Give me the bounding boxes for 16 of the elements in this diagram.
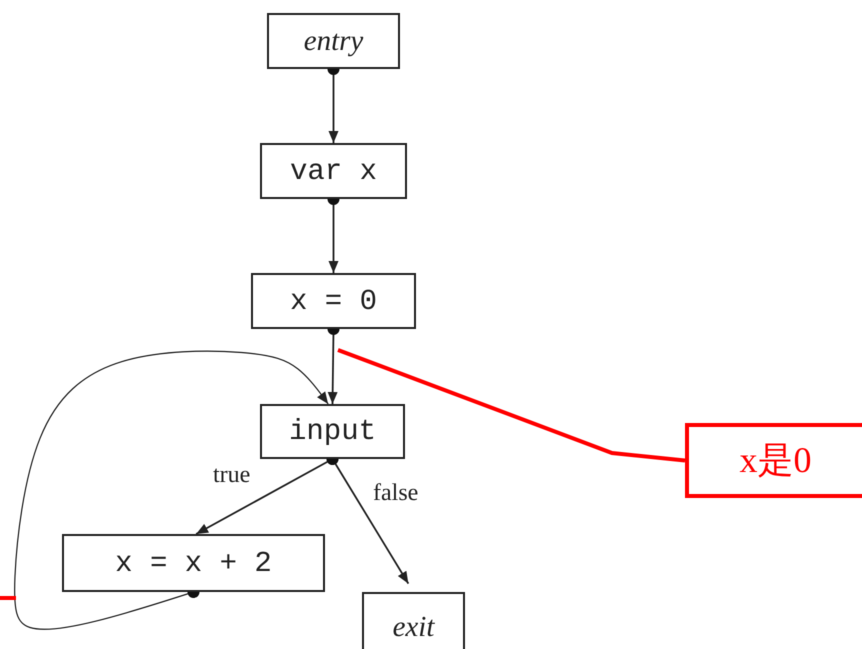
node-text: var x xyxy=(290,154,377,188)
node-text: x是0 xyxy=(740,439,812,482)
code-box xyxy=(260,143,407,199)
callout-box xyxy=(685,423,862,498)
code-box xyxy=(260,404,405,459)
arrow xyxy=(14,350,329,630)
node-text: x = 0 xyxy=(290,284,377,318)
leader-line xyxy=(337,348,686,462)
node-text: exit xyxy=(392,610,434,644)
code-box xyxy=(251,273,416,329)
node-text: entry xyxy=(304,24,364,58)
node-text: x = x + 2 xyxy=(115,546,272,580)
node-text: input xyxy=(288,415,376,448)
terminal-box xyxy=(362,592,465,649)
code-box xyxy=(62,534,325,592)
terminal-box xyxy=(267,13,400,69)
